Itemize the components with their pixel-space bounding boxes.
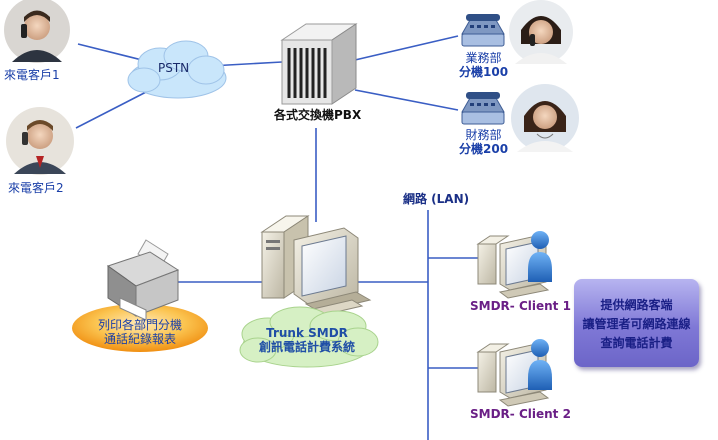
note-line-1: 提供網路客端 (600, 297, 673, 312)
ext200-dept: 財務部 (465, 128, 502, 142)
feature-note-box: 提供網路客端 讓管理者可網路連線 查詢電話計費 (574, 279, 699, 367)
client1-computer-icon (476, 235, 550, 299)
line-pbx-ext200 (354, 89, 459, 111)
server-cloud (239, 306, 379, 368)
line-caller1-pstn (77, 43, 151, 63)
printer-icon (106, 239, 180, 321)
lan-label: 網路 (LAN) (403, 192, 470, 206)
caller1-avatar (4, 0, 70, 63)
server-computer-icon (260, 215, 372, 319)
caller2-label: 來電客戶2 (8, 181, 64, 195)
ext200-label: 財務部 分機200 (459, 128, 509, 157)
printer-caption-line1: 列印各部門分機 (97, 318, 182, 332)
server-caption-line2: 創訊電話計費系統 (258, 339, 355, 354)
client2-user-icon (528, 339, 552, 390)
pbx-switch (280, 23, 358, 105)
client2-label: SMDR- Client 2 (470, 407, 571, 421)
pbx-label: 各式交換機PBX (274, 108, 362, 122)
phone-icon-ext100 (461, 14, 505, 47)
ext200-number: 分機200 (459, 141, 509, 156)
caller1-label: 來電客戶1 (4, 68, 60, 82)
pstn-cloud (127, 40, 227, 99)
ext200-avatar (511, 84, 579, 152)
ext100-label: 業務部 分機100 (459, 51, 509, 80)
caller2-avatar (6, 107, 74, 175)
ext100-dept: 業務部 (465, 51, 502, 65)
ext100-avatar (509, 0, 573, 64)
server-caption-line1: Trunk SMDR (266, 326, 348, 340)
client1-user-icon (528, 231, 552, 282)
line-caller2-pstn (75, 89, 151, 129)
phone-icon-ext200 (461, 92, 505, 125)
printer-ellipse (72, 304, 208, 352)
pstn-label: PSTN (158, 61, 190, 75)
ext100-number: 分機100 (459, 64, 509, 79)
client1-label: SMDR- Client 1 (470, 299, 571, 313)
line-pbx-ext100 (354, 35, 459, 61)
note-line-2: 讓管理者可網路連線 (582, 316, 691, 331)
printer-caption: 列印各部門分機 通話紀錄報表 (82, 318, 198, 347)
server-caption: Trunk SMDR 創訊電話計費系統 (251, 326, 363, 355)
printer-caption-line2: 通話紀錄報表 (103, 331, 176, 346)
note-line-3: 查詢電話計費 (600, 335, 673, 350)
